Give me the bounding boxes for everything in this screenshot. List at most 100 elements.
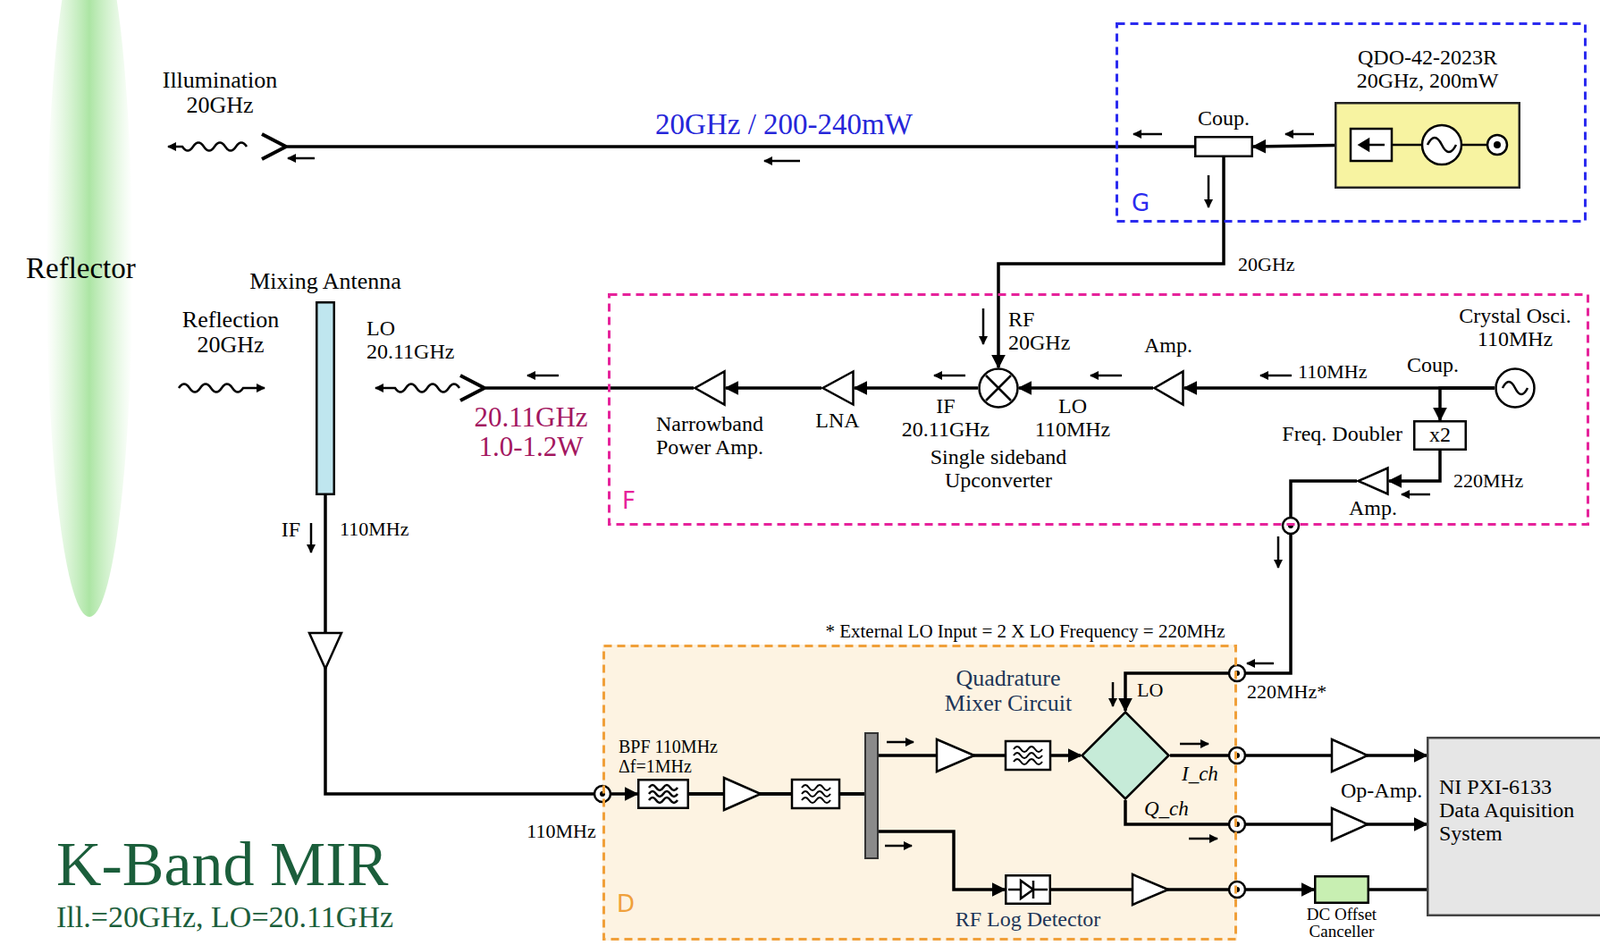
amplifier-shape (821, 370, 855, 406)
symbol-stroke (1487, 134, 1508, 155)
daq-box-label: NI PXI-6133 Data Aquisition System (1439, 775, 1592, 846)
antenna-label: Mixing Antenna (249, 269, 402, 295)
port-connector (594, 517, 1299, 898)
amplifier: Narrowband Power Amp. (693, 370, 726, 406)
signal-line (1125, 480, 1357, 711)
signal-line (325, 495, 638, 794)
symbol-stroke (1502, 381, 1528, 395)
symbol-stroke (1461, 143, 1488, 147)
symbol-stroke (1391, 143, 1423, 147)
symbol-stroke (985, 375, 1011, 401)
outline (1358, 468, 1389, 495)
oscillator-shape (1494, 367, 1536, 409)
signal-line (998, 157, 1224, 368)
signal-line (854, 386, 978, 390)
region-box-label: D (616, 891, 635, 917)
subtitle: Ill.=20GHz, LO=20.11GHz (56, 901, 394, 935)
reflector-label: Reflector (25, 252, 136, 286)
outline (1082, 712, 1170, 800)
power-label: 20GHz / 200-240mW (655, 109, 913, 142)
wire (284, 146, 1195, 388)
outline (638, 779, 689, 809)
channel-label: Q_ch (1144, 798, 1189, 821)
note: * External LO Input = 2 X LO Frequency =… (825, 621, 1225, 642)
wave-arrow (168, 143, 460, 393)
symbol-stroke (1359, 139, 1369, 151)
signal-line (1369, 887, 1427, 892)
oscillator-label: Crystal Osci. 110MHz (1448, 304, 1583, 352)
region-box: FNarrowband Power Amp.LNASingle sideband… (607, 293, 1590, 526)
beam-label: Reflection 20GHz (182, 307, 279, 358)
outline (1414, 421, 1466, 450)
diagram-title: K-Band MIR (56, 833, 388, 896)
outline (604, 646, 1237, 940)
port-label: LO (1136, 679, 1163, 701)
channel-label: I_ch (1181, 763, 1219, 786)
region-box-shape (607, 293, 1590, 526)
log-detector-label: RF Log Detector (955, 908, 1102, 932)
coupler-label: Coup. (1406, 353, 1459, 378)
mixer-label: Single sideband Upconverter (916, 446, 1082, 493)
quadrature-mixer-label: Quadrature Mixer Circuit (934, 665, 1083, 716)
amplifier-shape (1153, 370, 1185, 406)
amplifier-label: Op-Amp. (1340, 779, 1423, 803)
region-box-label: F (622, 488, 636, 514)
outline (695, 371, 725, 405)
amplifier-shape (1356, 466, 1390, 496)
quadrature-mixer: Quadrature Mixer Circuit (1080, 710, 1171, 800)
signal-line (1440, 387, 1495, 421)
offset-canceller-label: DC Offset Canceller (1290, 905, 1394, 940)
frequency-label: 110MHz (1297, 361, 1367, 383)
outline (1335, 102, 1520, 188)
coupler: Coup. (1194, 135, 1254, 158)
beam-label: Illumination 20GHz (162, 67, 278, 118)
amplifier-label: Narrowband Power Amp. (631, 412, 789, 460)
symbol-stroke (1032, 880, 1036, 899)
symbol-stroke (1020, 880, 1034, 899)
region-fill (602, 644, 1238, 941)
signal-line (1389, 450, 1440, 481)
outline (1314, 875, 1369, 903)
offset-canceller: DC Offset Canceller (1313, 875, 1370, 904)
amplifier-label: Amp. (1144, 334, 1193, 358)
offset-canceller-shape (1313, 875, 1370, 904)
horn-antenna (261, 134, 485, 401)
region-box: GQDO-42-2023R 20GHz, 200mWCoup. (1115, 22, 1587, 223)
symbol-stroke (1427, 137, 1457, 152)
daq-box: NI PXI-6133 Data Aquisition System (1426, 736, 1600, 917)
bandpass-filter-label: BPF 110MHz Δf=1MHz (618, 737, 735, 776)
frequency-doubler-label: Freq. Doubler (1281, 422, 1403, 447)
signal-line (689, 793, 1005, 890)
signal-name: IF (281, 518, 301, 542)
signal-line (1018, 386, 1154, 390)
frequency-label: 110MHz (339, 518, 409, 540)
outline (609, 294, 1589, 525)
antenna: Mixing Antenna (315, 301, 336, 496)
beam-label: LO 20.11GHz (366, 317, 455, 364)
quadrature-mixer-shape (1080, 710, 1171, 800)
bandpass-filter-shape (637, 778, 690, 809)
symbol-stroke (1350, 128, 1392, 161)
outline (1117, 24, 1586, 222)
port-label: IF 20.11GHz (901, 395, 990, 442)
amplifier-shape (693, 370, 726, 406)
signal-line (1051, 887, 1314, 892)
signal-source-shape (1334, 101, 1521, 189)
reflector-band (46, 0, 133, 617)
mixer: Single sideband Upconverter (977, 367, 1019, 409)
outline (1195, 136, 1253, 157)
signal-line (725, 386, 822, 390)
outline (1427, 737, 1600, 916)
oscillator: Crystal Osci. 110MHz (1494, 367, 1536, 409)
amplifier-symbol (309, 632, 1368, 905)
symbol-stroke (648, 784, 678, 803)
log-detector-shape (1004, 874, 1052, 905)
port-label: LO 110MHz (1035, 395, 1111, 442)
direction-arrow (287, 134, 1431, 846)
outline (1154, 371, 1184, 405)
frequency-doubler-label: x2 (1429, 423, 1451, 447)
coupler-shape (1194, 135, 1254, 158)
